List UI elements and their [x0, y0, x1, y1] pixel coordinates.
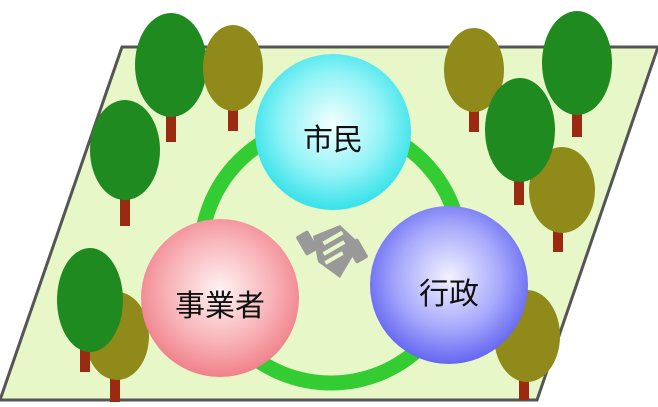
citizens-circle	[255, 54, 411, 210]
tree-group-left	[57, 13, 263, 402]
tree-icon	[203, 25, 263, 131]
handshake-icon	[296, 225, 368, 278]
tree-icon	[90, 100, 160, 226]
tree-icon	[542, 11, 612, 137]
tree-icon	[485, 78, 555, 205]
tree-icon	[57, 248, 123, 372]
tree-icon	[135, 13, 207, 142]
business-circle	[141, 219, 299, 377]
business-label: 事業者	[175, 289, 265, 324]
tree-icon	[529, 147, 595, 252]
government-label: 行政	[419, 277, 479, 312]
government-circle	[370, 206, 528, 364]
tree-icon	[444, 28, 504, 132]
citizens-label: 市民	[303, 123, 363, 158]
